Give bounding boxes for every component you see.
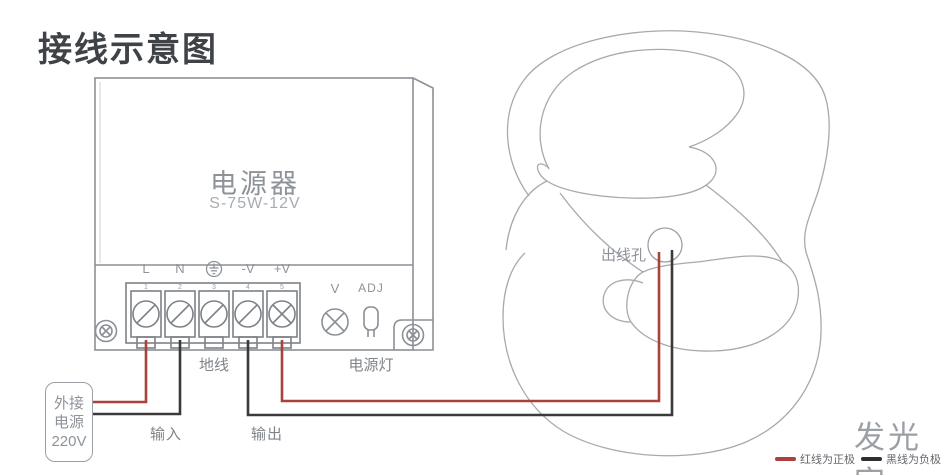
terminal-number: 1	[144, 284, 148, 291]
page-title: 接线示意图	[38, 31, 218, 69]
terminal-label-N: N	[175, 261, 185, 276]
sign-outer-contour	[502, 30, 830, 457]
luminous-sign-outline	[502, 30, 830, 457]
source-line: 220V	[51, 432, 87, 450]
sign-tongue-fold	[536, 146, 717, 199]
power-supply-unit	[94, 77, 434, 351]
sign-sweep-left	[505, 180, 548, 251]
terminal-number: 4	[246, 284, 250, 291]
terminal-number: 3	[212, 284, 216, 291]
terminal-label-negV: -V	[241, 261, 255, 276]
sign-fold-right	[705, 184, 784, 264]
terminal-2	[164, 290, 196, 349]
terminal-number: 2	[178, 284, 182, 291]
external-power-source-box: 外接 电源 220V	[45, 382, 93, 462]
psu-screw-tab	[393, 319, 433, 350]
input-neutral-wire-black	[93, 340, 182, 416]
terminal-1	[130, 290, 162, 349]
output-positive-wire-red	[280, 252, 661, 403]
output-label: 输出	[250, 426, 284, 443]
sign-fold-left	[559, 192, 644, 273]
mounting-screw-right-icon	[401, 323, 425, 347]
input-label: 输入	[149, 426, 183, 443]
terminal-3	[198, 290, 230, 349]
black-wire-swatch-icon	[861, 457, 882, 461]
voltage-indicator-label: V	[330, 281, 340, 296]
legend-label: 红线为正极	[800, 454, 855, 466]
terminal-block-frame	[125, 282, 301, 344]
legend-label: 黑线为负极	[886, 454, 941, 466]
source-line: 外接	[53, 394, 84, 412]
sign-inner-curl	[602, 279, 644, 323]
psu-model: S-75W-12V	[209, 195, 301, 212]
red-wire-swatch-icon	[775, 457, 796, 461]
terminal-label-L: L	[142, 261, 150, 276]
wire-outlet-hole	[647, 227, 683, 263]
psu-side-panel	[412, 77, 434, 351]
terminal-number: 5	[280, 284, 284, 291]
earth-ground-icon	[205, 260, 223, 278]
sign-top-hole	[539, 48, 745, 170]
wire-outlet-hole-label: 出线孔	[600, 247, 646, 264]
terminal-label-posV: +V	[273, 261, 291, 276]
legend-item-negative: 黑线为负极	[861, 451, 941, 467]
input-live-wire-red	[93, 340, 148, 404]
terminal-block	[125, 282, 301, 349]
adj-potentiometer-icon	[363, 306, 379, 337]
output-negative-wire-black	[246, 250, 674, 417]
wiring	[93, 250, 674, 417]
mounting-screw-left-icon	[94, 319, 118, 343]
ground-wire-label: 地线	[198, 357, 230, 374]
adj-label: ADJ	[358, 281, 384, 295]
luminous-sign-label: 发光字	[854, 420, 922, 475]
wire-color-legend: 红线为正极 黑线为负极	[0, 451, 941, 467]
terminal-5	[266, 290, 298, 349]
sign-bottom-hole	[626, 255, 799, 352]
legend-item-positive: 红线为正极	[775, 451, 855, 467]
power-lamp-label: 电源灯	[348, 357, 394, 374]
source-line: 电源	[53, 413, 84, 431]
psu-name: 电源器	[210, 169, 300, 199]
terminal-4	[232, 290, 264, 349]
psu-front-face	[94, 77, 414, 351]
voltage-indicator-icon	[321, 308, 349, 336]
